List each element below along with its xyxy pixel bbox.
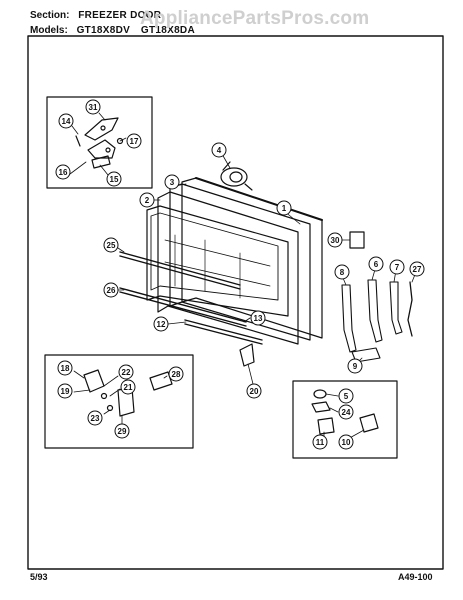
right-hinge-parts [341, 279, 413, 363]
callout-13: 13 [250, 310, 266, 326]
model-1: GT18X8DV [76, 25, 131, 36]
svg-text:16: 16 [59, 168, 68, 177]
callout-29: 29 [114, 423, 130, 439]
svg-text:18: 18 [61, 364, 70, 373]
section-line: Section: FREEZER DOOR [30, 10, 169, 21]
section-label: Section: [30, 10, 70, 21]
svg-text:28: 28 [172, 370, 181, 379]
svg-text:24: 24 [342, 408, 351, 417]
svg-text:14: 14 [62, 117, 71, 126]
svg-text:5: 5 [344, 392, 349, 401]
svg-text:6: 6 [374, 260, 379, 269]
callout-12: 12 [153, 316, 169, 332]
callout-30: 30 [327, 232, 343, 248]
callout-24: 24 [338, 404, 354, 420]
svg-text:29: 29 [118, 427, 127, 436]
callout-15: 15 [106, 171, 122, 187]
callout-16: 16 [55, 164, 71, 180]
models-line: Models: GT18X8DV GT18X8DA [30, 25, 203, 36]
callout-7: 7 [389, 259, 405, 275]
models-label: Models: [30, 25, 68, 36]
svg-text:4: 4 [217, 146, 222, 155]
svg-text:9: 9 [353, 362, 358, 371]
callout-22: 22 [118, 364, 134, 380]
svg-text:13: 13 [254, 314, 263, 323]
svg-text:22: 22 [122, 368, 131, 377]
callout-19: 19 [57, 383, 73, 399]
top-hinge-parts [75, 117, 124, 169]
inset-top-hinge-box [46, 96, 153, 189]
callout-28: 28 [168, 366, 184, 382]
inset-lower-right-box [292, 380, 398, 459]
svg-text:25: 25 [107, 241, 116, 250]
inset-lower-hinge-box [44, 354, 194, 449]
callout-18: 18 [57, 360, 73, 376]
model-2: GT18X8DA [140, 25, 195, 36]
diagram-border [27, 35, 444, 570]
footer-date: 5/93 [30, 572, 48, 582]
svg-text:23: 23 [91, 414, 100, 423]
round-switch-part [220, 161, 253, 191]
svg-text:1: 1 [282, 204, 287, 213]
callout-6: 6 [368, 256, 384, 272]
lower-right-parts [311, 389, 379, 435]
callout-20: 20 [246, 383, 262, 399]
block-part-30 [349, 231, 365, 249]
callout-4: 4 [211, 142, 227, 158]
svg-text:3: 3 [170, 178, 175, 187]
callout-26: 26 [103, 282, 119, 298]
callout-17: 17 [126, 133, 142, 149]
svg-text:31: 31 [89, 103, 98, 112]
svg-text:30: 30 [331, 236, 340, 245]
callout-27: 27 [409, 261, 425, 277]
svg-text:8: 8 [340, 268, 345, 277]
svg-text:15: 15 [110, 175, 119, 184]
part-callouts: 31 14 17 16 15 4 3 2 1 25 26 12 13 30 8 … [55, 99, 425, 450]
callout-10: 10 [338, 434, 354, 450]
callout-11: 11 [312, 434, 328, 450]
svg-text:2: 2 [145, 196, 150, 205]
callout-14: 14 [58, 113, 74, 129]
svg-text:19: 19 [61, 387, 70, 396]
section-value: FREEZER DOOR [78, 10, 162, 21]
watermark: AppliancePartsPros.com [140, 8, 370, 29]
handle-bracket-20 [239, 343, 255, 367]
gasket-strips [119, 251, 263, 345]
callout-23: 23 [87, 410, 103, 426]
callout-3: 3 [164, 174, 180, 190]
callout-25: 25 [103, 237, 119, 253]
callout-5: 5 [338, 388, 354, 404]
callout-31: 31 [85, 99, 101, 115]
callout-2: 2 [139, 192, 155, 208]
svg-text:10: 10 [342, 438, 351, 447]
svg-text:26: 26 [107, 286, 116, 295]
svg-text:11: 11 [316, 438, 325, 447]
svg-text:21: 21 [124, 383, 133, 392]
svg-text:7: 7 [395, 263, 400, 272]
svg-text:20: 20 [250, 387, 259, 396]
svg-text:17: 17 [130, 137, 139, 146]
svg-text:12: 12 [157, 320, 166, 329]
callout-1: 1 [276, 200, 292, 216]
callout-9: 9 [347, 358, 363, 374]
callout-21: 21 [120, 379, 136, 395]
footer-page-code: A49-100 [398, 572, 433, 582]
svg-text:27: 27 [413, 265, 422, 274]
callout-8: 8 [334, 264, 350, 280]
